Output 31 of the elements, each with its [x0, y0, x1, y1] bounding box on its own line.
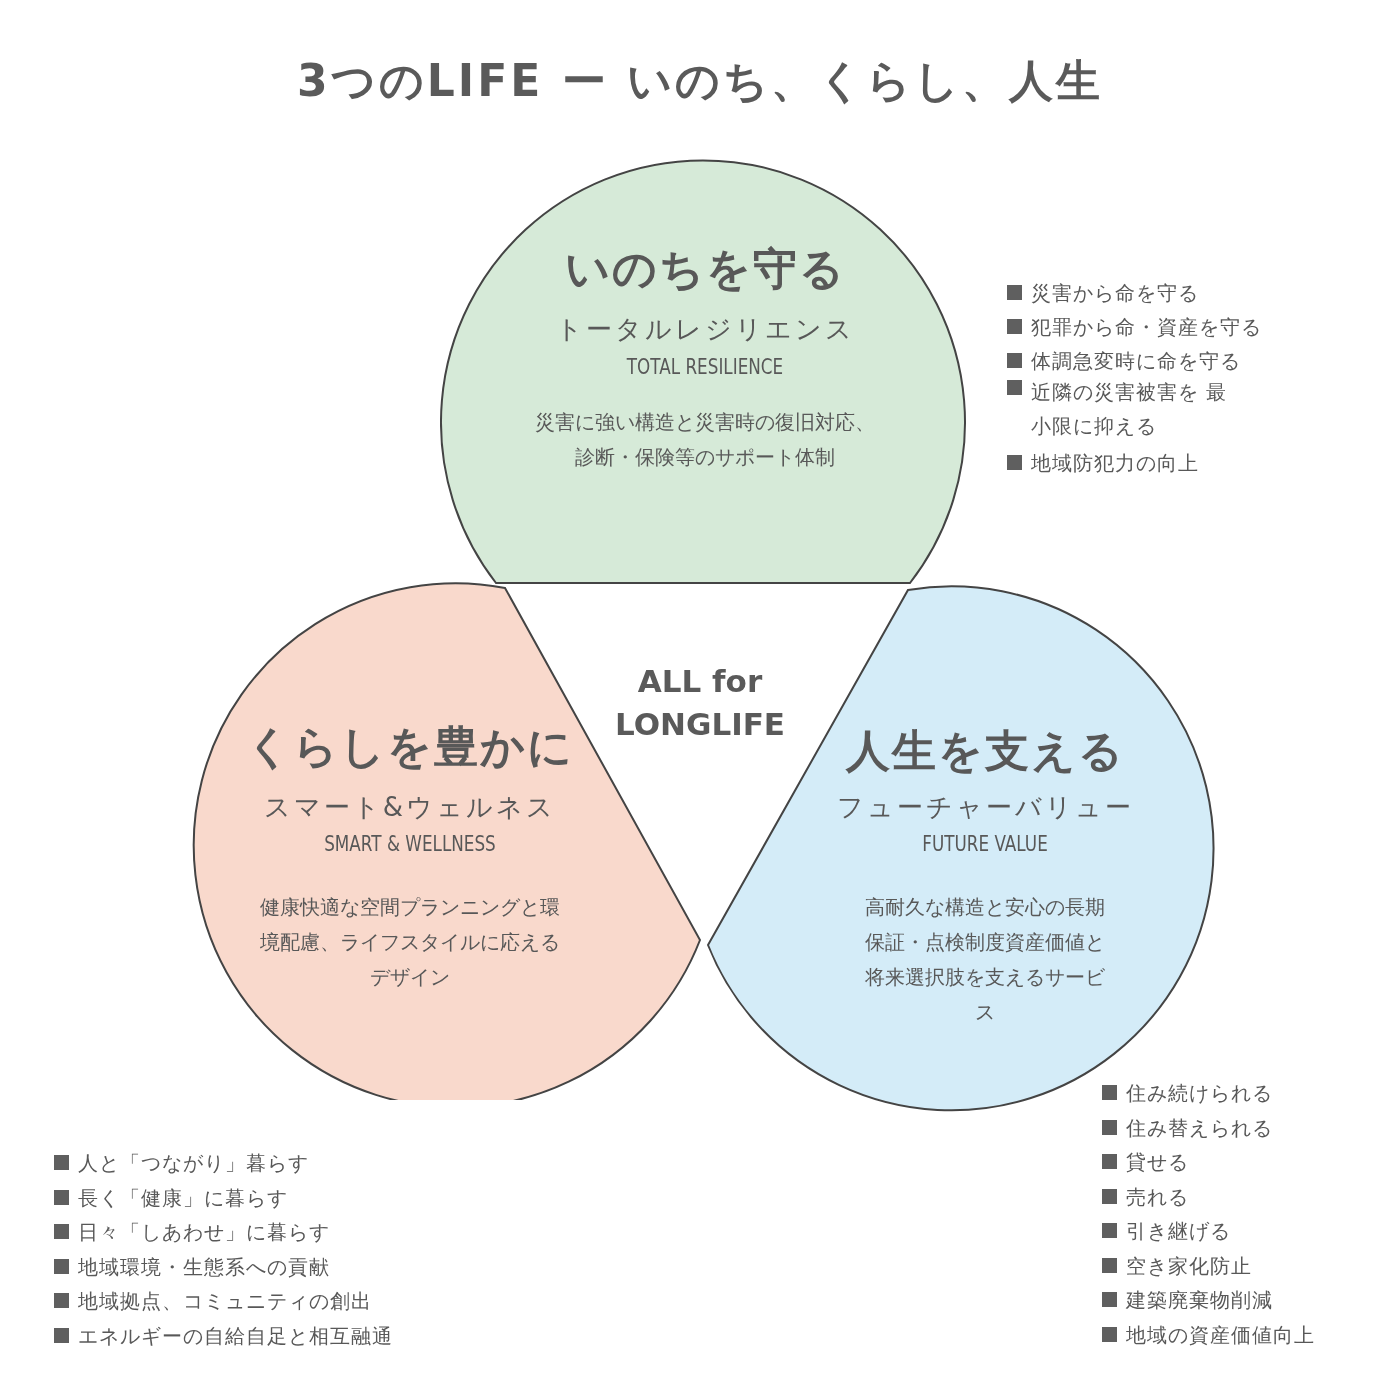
bullet-item: 地域の資産価値向上	[1100, 1321, 1315, 1349]
bullet-item: 住み替えられる	[1100, 1114, 1273, 1142]
bullet-item: 地域拠点、コミュニティの創出	[52, 1288, 372, 1315]
bullet-item: 長く「健康」に暮らす	[52, 1184, 288, 1212]
bullet-item: 体調急変時に命を守る	[1005, 348, 1241, 375]
english-subtitle: TOTAL RESILIENCE	[625, 355, 785, 379]
bullet-item: 人と「つながり」暮らす	[52, 1150, 309, 1177]
subheading: スマート&ウェルネス	[262, 791, 558, 824]
bullet-item: 建築廃棄物削減	[1100, 1287, 1273, 1314]
english-subtitle: FUTURE VALUE	[921, 832, 1049, 856]
description: 高耐久な構造と安心の長期保証・点検制度資産価値と将来選択肢を支えるサービス	[865, 894, 1105, 1026]
bullet-item: 売れる	[1100, 1183, 1189, 1211]
bullet-item: 空き家化防止	[1100, 1252, 1252, 1280]
center-label: ALL for LONGLIFE	[614, 662, 786, 745]
title: 3つのLIFE ー いのち、くらし、人生	[296, 54, 1104, 108]
heading: いのちを守る	[563, 242, 847, 296]
bullet-item: 貸せる	[1100, 1149, 1189, 1176]
english-subtitle: SMART & WELLNESS	[323, 832, 497, 856]
bullet-item: 近隣の災害被害を 最小限に抑える	[1005, 375, 1236, 443]
bullet-item: 地域環境・生態系への貢献	[52, 1253, 330, 1281]
description: 災害に強い構造と災害時の復旧対応、診断・保険等のサポート体制	[534, 409, 876, 471]
bullet-item: 犯罪から命・資産を守る	[1005, 314, 1262, 341]
subheading: フューチャーバリュー	[835, 791, 1135, 824]
bullet-item: 引き継げる	[1100, 1218, 1231, 1245]
bullet-item: 災害から命を守る	[1005, 280, 1199, 307]
bullet-item: エネルギーの自給自足と相互融通	[52, 1322, 393, 1350]
bullet-item: 地域防犯力の向上	[1005, 450, 1199, 477]
subheading: トータルレジリエンス	[554, 313, 856, 346]
description: 健康快適な空間プランニングと環境配慮、ライフスタイルに応えるデザイン	[260, 894, 560, 991]
bullet-item: 住み続けられる	[1100, 1080, 1273, 1107]
bullet-item: 日々「しあわせ」に暮らす	[52, 1219, 330, 1246]
